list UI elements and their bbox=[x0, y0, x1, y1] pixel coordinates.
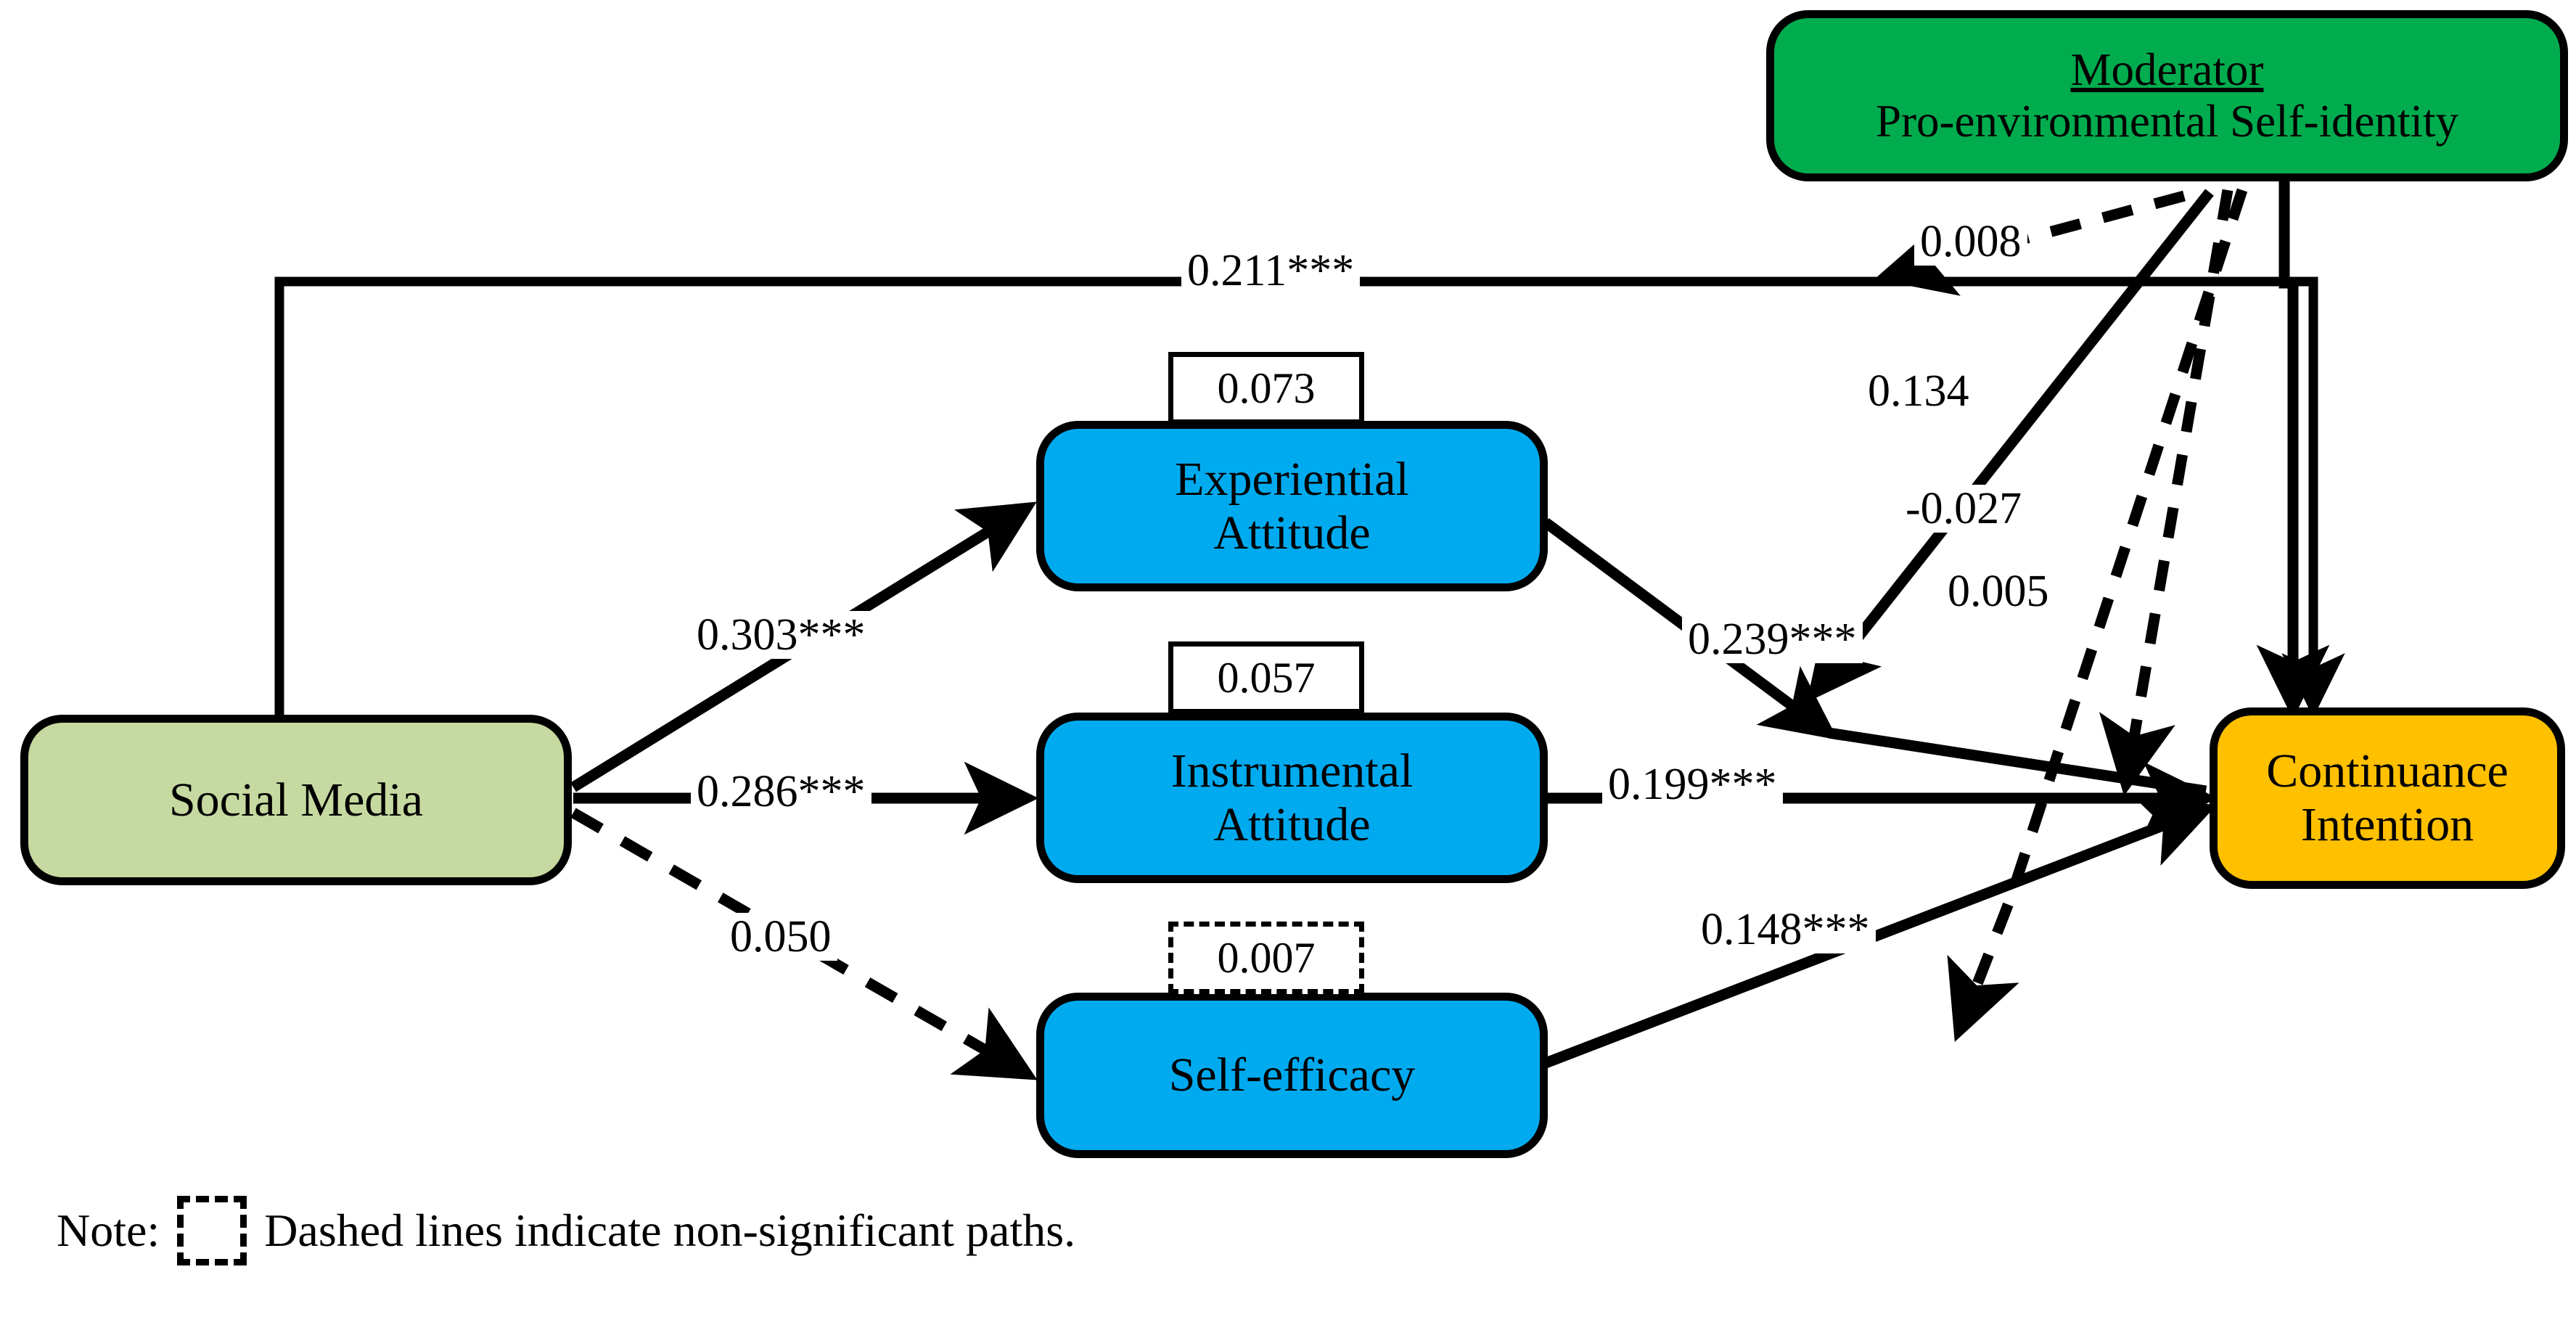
node-self-efficacy[interactable]: Self-efficacy bbox=[1036, 993, 1548, 1158]
node-social-media-label: Social Media bbox=[168, 773, 424, 826]
path-moderator-interaction-instrumental-attitude bbox=[2099, 189, 2234, 796]
node-experiential-attitude-label: Experiential Attitude bbox=[1175, 452, 1409, 559]
edge-label-social-media-to-instrumental-attitude: 0.286*** bbox=[691, 768, 871, 816]
note-text: Dashed lines indicate non-significant pa… bbox=[264, 1205, 1076, 1256]
node-self-efficacy-label: Self-efficacy bbox=[1168, 1049, 1416, 1102]
node-instrumental-attitude[interactable]: Instrumental Attitude bbox=[1036, 713, 1548, 883]
edge-label-moderator-interaction-social-media: 0.008 bbox=[1914, 218, 2027, 266]
r2-value-instrumental-attitude: 0.057 bbox=[1217, 653, 1316, 702]
node-moderator[interactable]: Moderator Pro-environmental Self-identit… bbox=[1766, 10, 2568, 181]
path-moderator-interaction-experiential-attitude bbox=[1806, 189, 2214, 702]
r2-value-self-efficacy: 0.007 bbox=[1217, 933, 1316, 982]
node-continuance-intention[interactable]: Continuance Intention bbox=[2210, 707, 2565, 889]
note-prefix: Note: bbox=[57, 1205, 160, 1256]
node-continuance-intention-label: Continuance Intention bbox=[2266, 744, 2509, 851]
node-instrumental-attitude-label: Instrumental Attitude bbox=[1170, 744, 1414, 851]
path-moderator-to-continuance-intention bbox=[2256, 181, 2330, 720]
edge-label-social-media-to-continuance-intention: 0.211*** bbox=[1181, 247, 1361, 295]
path-social-media-to-self-efficacy bbox=[570, 808, 1038, 1080]
edge-label-social-media-to-self-efficacy: 0.050 bbox=[724, 913, 837, 961]
edge-label-instrumental-attitude-to-continuance-intention: 0.199*** bbox=[1602, 760, 1783, 808]
dashed-box-swatch-icon bbox=[177, 1196, 247, 1265]
node-social-media[interactable]: Social Media bbox=[20, 715, 572, 885]
edge-label-self-efficacy-to-continuance-intention: 0.148*** bbox=[1695, 906, 1876, 953]
node-moderator-subtitle: Pro-environmental Self-identity bbox=[1875, 96, 2459, 147]
path-self-efficacy-to-continuance-intention bbox=[1543, 797, 2218, 1069]
edge-label-moderator-interaction-self-efficacy: 0.005 bbox=[1942, 567, 2055, 615]
r2-badge-instrumental-attitude: 0.057 bbox=[1168, 641, 1364, 714]
edge-label-moderator-interaction-instrumental-attitude: -0.027 bbox=[1900, 485, 2028, 533]
r2-badge-experiential-attitude: 0.073 bbox=[1168, 352, 1364, 424]
r2-value-experiential-attitude: 0.073 bbox=[1217, 364, 1316, 412]
edge-label-moderator-interaction-experiential-attitude: 0.134 bbox=[1862, 367, 1975, 415]
node-experiential-attitude[interactable]: Experiential Attitude bbox=[1036, 421, 1548, 591]
edge-label-social-media-to-experiential-attitude: 0.303*** bbox=[691, 611, 871, 659]
note: Note: Dashed lines indicate non-signific… bbox=[57, 1196, 1075, 1265]
node-moderator-title: Moderator bbox=[2070, 44, 2264, 96]
r2-badge-self-efficacy: 0.007 bbox=[1168, 922, 1364, 994]
edge-label-experiential-attitude-to-continuance-intention: 0.239*** bbox=[1682, 615, 1863, 663]
path-experiential-attitude-to-continuance-intention bbox=[1542, 517, 2207, 797]
